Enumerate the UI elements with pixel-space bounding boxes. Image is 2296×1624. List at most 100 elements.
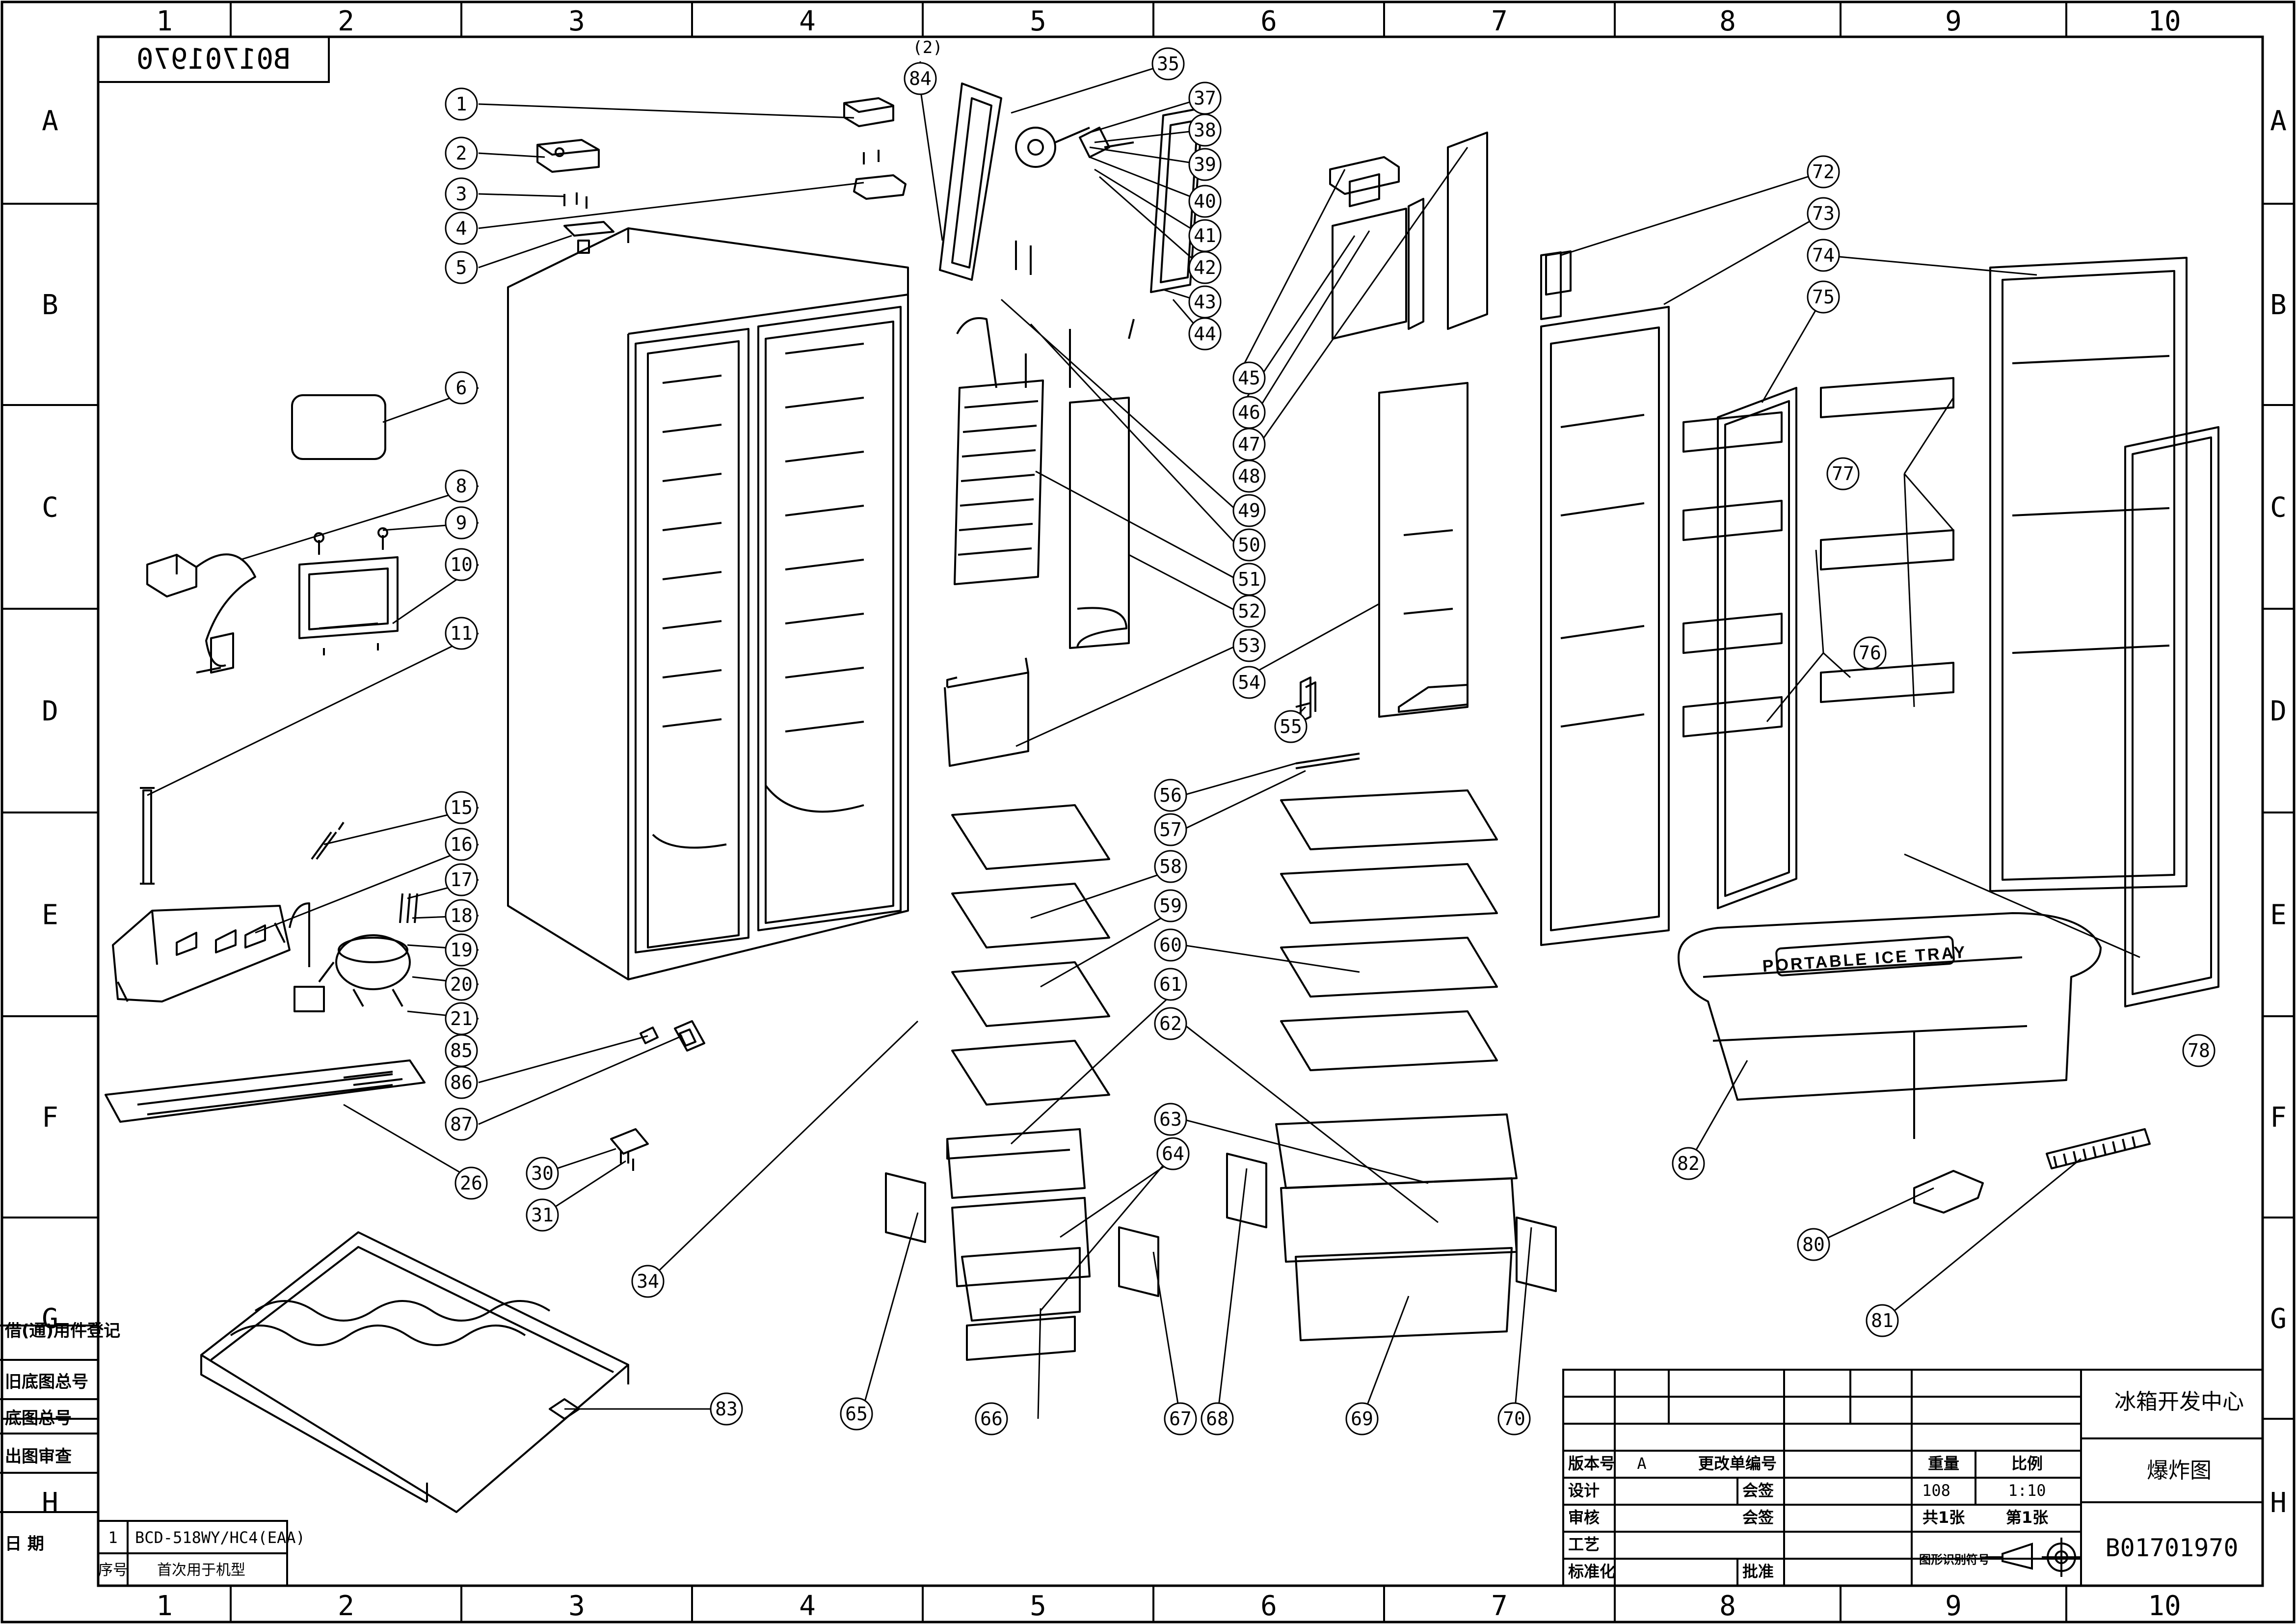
callout-31: 31 [526, 1198, 559, 1232]
grid-col-top-7: 7 [1491, 5, 1508, 37]
side-register-labels: 借(通)用件登记 旧底图总号 底图总号 出图审查 日 期 [4, 1321, 120, 1554]
callout-number: 39 [1194, 154, 1216, 175]
part-ice-tray [1678, 912, 2102, 1139]
grid-row-right-C: C [2270, 492, 2287, 524]
callout-circle [1154, 813, 1187, 846]
first-use-label: 首次用于机型 [157, 1562, 245, 1579]
callout-number: 47 [1238, 433, 1260, 455]
callout-47: 47 [1232, 428, 1266, 461]
callout-circle [1853, 636, 1887, 670]
part-fan-motor [1015, 127, 1134, 168]
callout-number: 4 [456, 217, 467, 239]
seq-label: 序号 [98, 1562, 128, 1579]
callout-19: 19 [445, 933, 478, 967]
side-label-old-base-no: 旧底图总号 [5, 1372, 88, 1392]
value-version: A [1637, 1454, 1646, 1473]
model-table [97, 1520, 288, 1587]
callout-circle [1154, 889, 1187, 922]
callout-number: 59 [1159, 895, 1182, 917]
callout-46: 46 [1232, 396, 1266, 429]
inner-frame [97, 35, 2264, 1587]
callout-number: 74 [1812, 244, 1835, 266]
grid-row-left-A: A [42, 105, 58, 137]
label-sign-1: 会签 [1742, 1481, 1774, 1500]
grid-col-top-9: 9 [1945, 5, 1962, 37]
callout-number: 62 [1159, 1013, 1182, 1034]
part-left-door-gasket [1717, 387, 1797, 909]
part-drain-pan [944, 657, 1029, 767]
callout-number: 41 [1194, 225, 1216, 246]
callout-1: 1 [445, 87, 478, 121]
callout-37: 37 [1188, 81, 1222, 115]
grid-col-top-4: 4 [799, 5, 816, 37]
part-right-door [1989, 257, 2188, 892]
grid-col-bottom-5: 5 [1030, 1590, 1046, 1622]
callout-circle [1156, 1137, 1190, 1170]
callout-circle [1154, 1007, 1187, 1040]
callout-85: 85 [445, 1034, 478, 1067]
callout-circle [445, 968, 478, 1001]
grid-col-top-10: 10 [2148, 5, 2181, 37]
grid-col-top-5: 5 [1030, 5, 1046, 37]
callout-50: 50 [1232, 528, 1266, 562]
part-right-door-bins [1820, 377, 1954, 703]
part-shelf-trim [1295, 753, 1360, 769]
callout-number: 18 [450, 905, 473, 926]
callout-number: 55 [1280, 716, 1302, 737]
callout-69: 69 [1345, 1402, 1379, 1435]
drawing-code-bottom: B01701970 [2106, 1534, 2239, 1562]
callout-68: 68 [1201, 1402, 1234, 1435]
callout-number: 16 [450, 834, 473, 855]
part-screws [563, 150, 880, 209]
grid-col-top-3: 3 [568, 5, 585, 37]
callout-circle [1188, 113, 1222, 147]
callout-51: 51 [1232, 563, 1266, 596]
callout-number: 26 [460, 1172, 482, 1194]
callout-circle [1232, 629, 1266, 662]
callout-18: 18 [445, 899, 478, 932]
callout-20: 20 [445, 968, 478, 1001]
callout-circle [445, 933, 478, 967]
label-symbol: 图形识别符号 [1919, 1553, 1990, 1567]
grid-col-top-1: 1 [156, 5, 173, 37]
callout-circle [840, 1397, 873, 1431]
title-block-labels: 冰箱开发中心 爆炸图 B01701970 版本号 A 更改单编号 设计 会签 审… [1568, 1389, 2244, 1581]
callout-45: 45 [1232, 361, 1266, 395]
callout-circle [1807, 197, 1840, 230]
callout-number: 9 [456, 512, 467, 534]
callout-circle [1154, 968, 1187, 1001]
callout-number: 69 [1351, 1408, 1373, 1430]
callout-circle [1164, 1402, 1197, 1435]
callout-circle [1154, 779, 1187, 812]
callout-number: 82 [1677, 1153, 1700, 1174]
callout-number: 72 [1812, 161, 1835, 183]
callout-circle [1672, 1147, 1705, 1180]
label-scale: 比例 [2011, 1454, 2043, 1473]
part-back-cover [298, 527, 399, 655]
grid-row-right-H: H [2270, 1487, 2287, 1519]
callout-circle [445, 1108, 478, 1141]
callout-49: 49 [1232, 494, 1266, 527]
callout-circle [710, 1392, 743, 1426]
title-drawing-name: 爆炸图 [2147, 1458, 2212, 1483]
part-filter-drier [311, 821, 345, 860]
callout-65: 65 [840, 1397, 873, 1431]
callout-number: 3 [456, 183, 467, 205]
callout-30: 30 [526, 1157, 559, 1190]
grid-row-left-F: F [42, 1102, 58, 1134]
callout-80: 80 [1797, 1228, 1830, 1261]
callout-77: 77 [1826, 457, 1860, 490]
grid-col-bottom-6: 6 [1260, 1590, 1277, 1622]
part-top-hinge [563, 174, 907, 254]
callout-circle [445, 548, 478, 581]
callout-63: 63 [1154, 1103, 1187, 1136]
grid-col-bottom-10: 10 [2148, 1590, 2181, 1622]
callout-circle [1866, 1304, 1899, 1337]
part-left-drawer-rails [885, 1172, 1159, 1297]
callout-number: 56 [1159, 785, 1182, 806]
side-label-date: 日 期 [5, 1534, 44, 1554]
